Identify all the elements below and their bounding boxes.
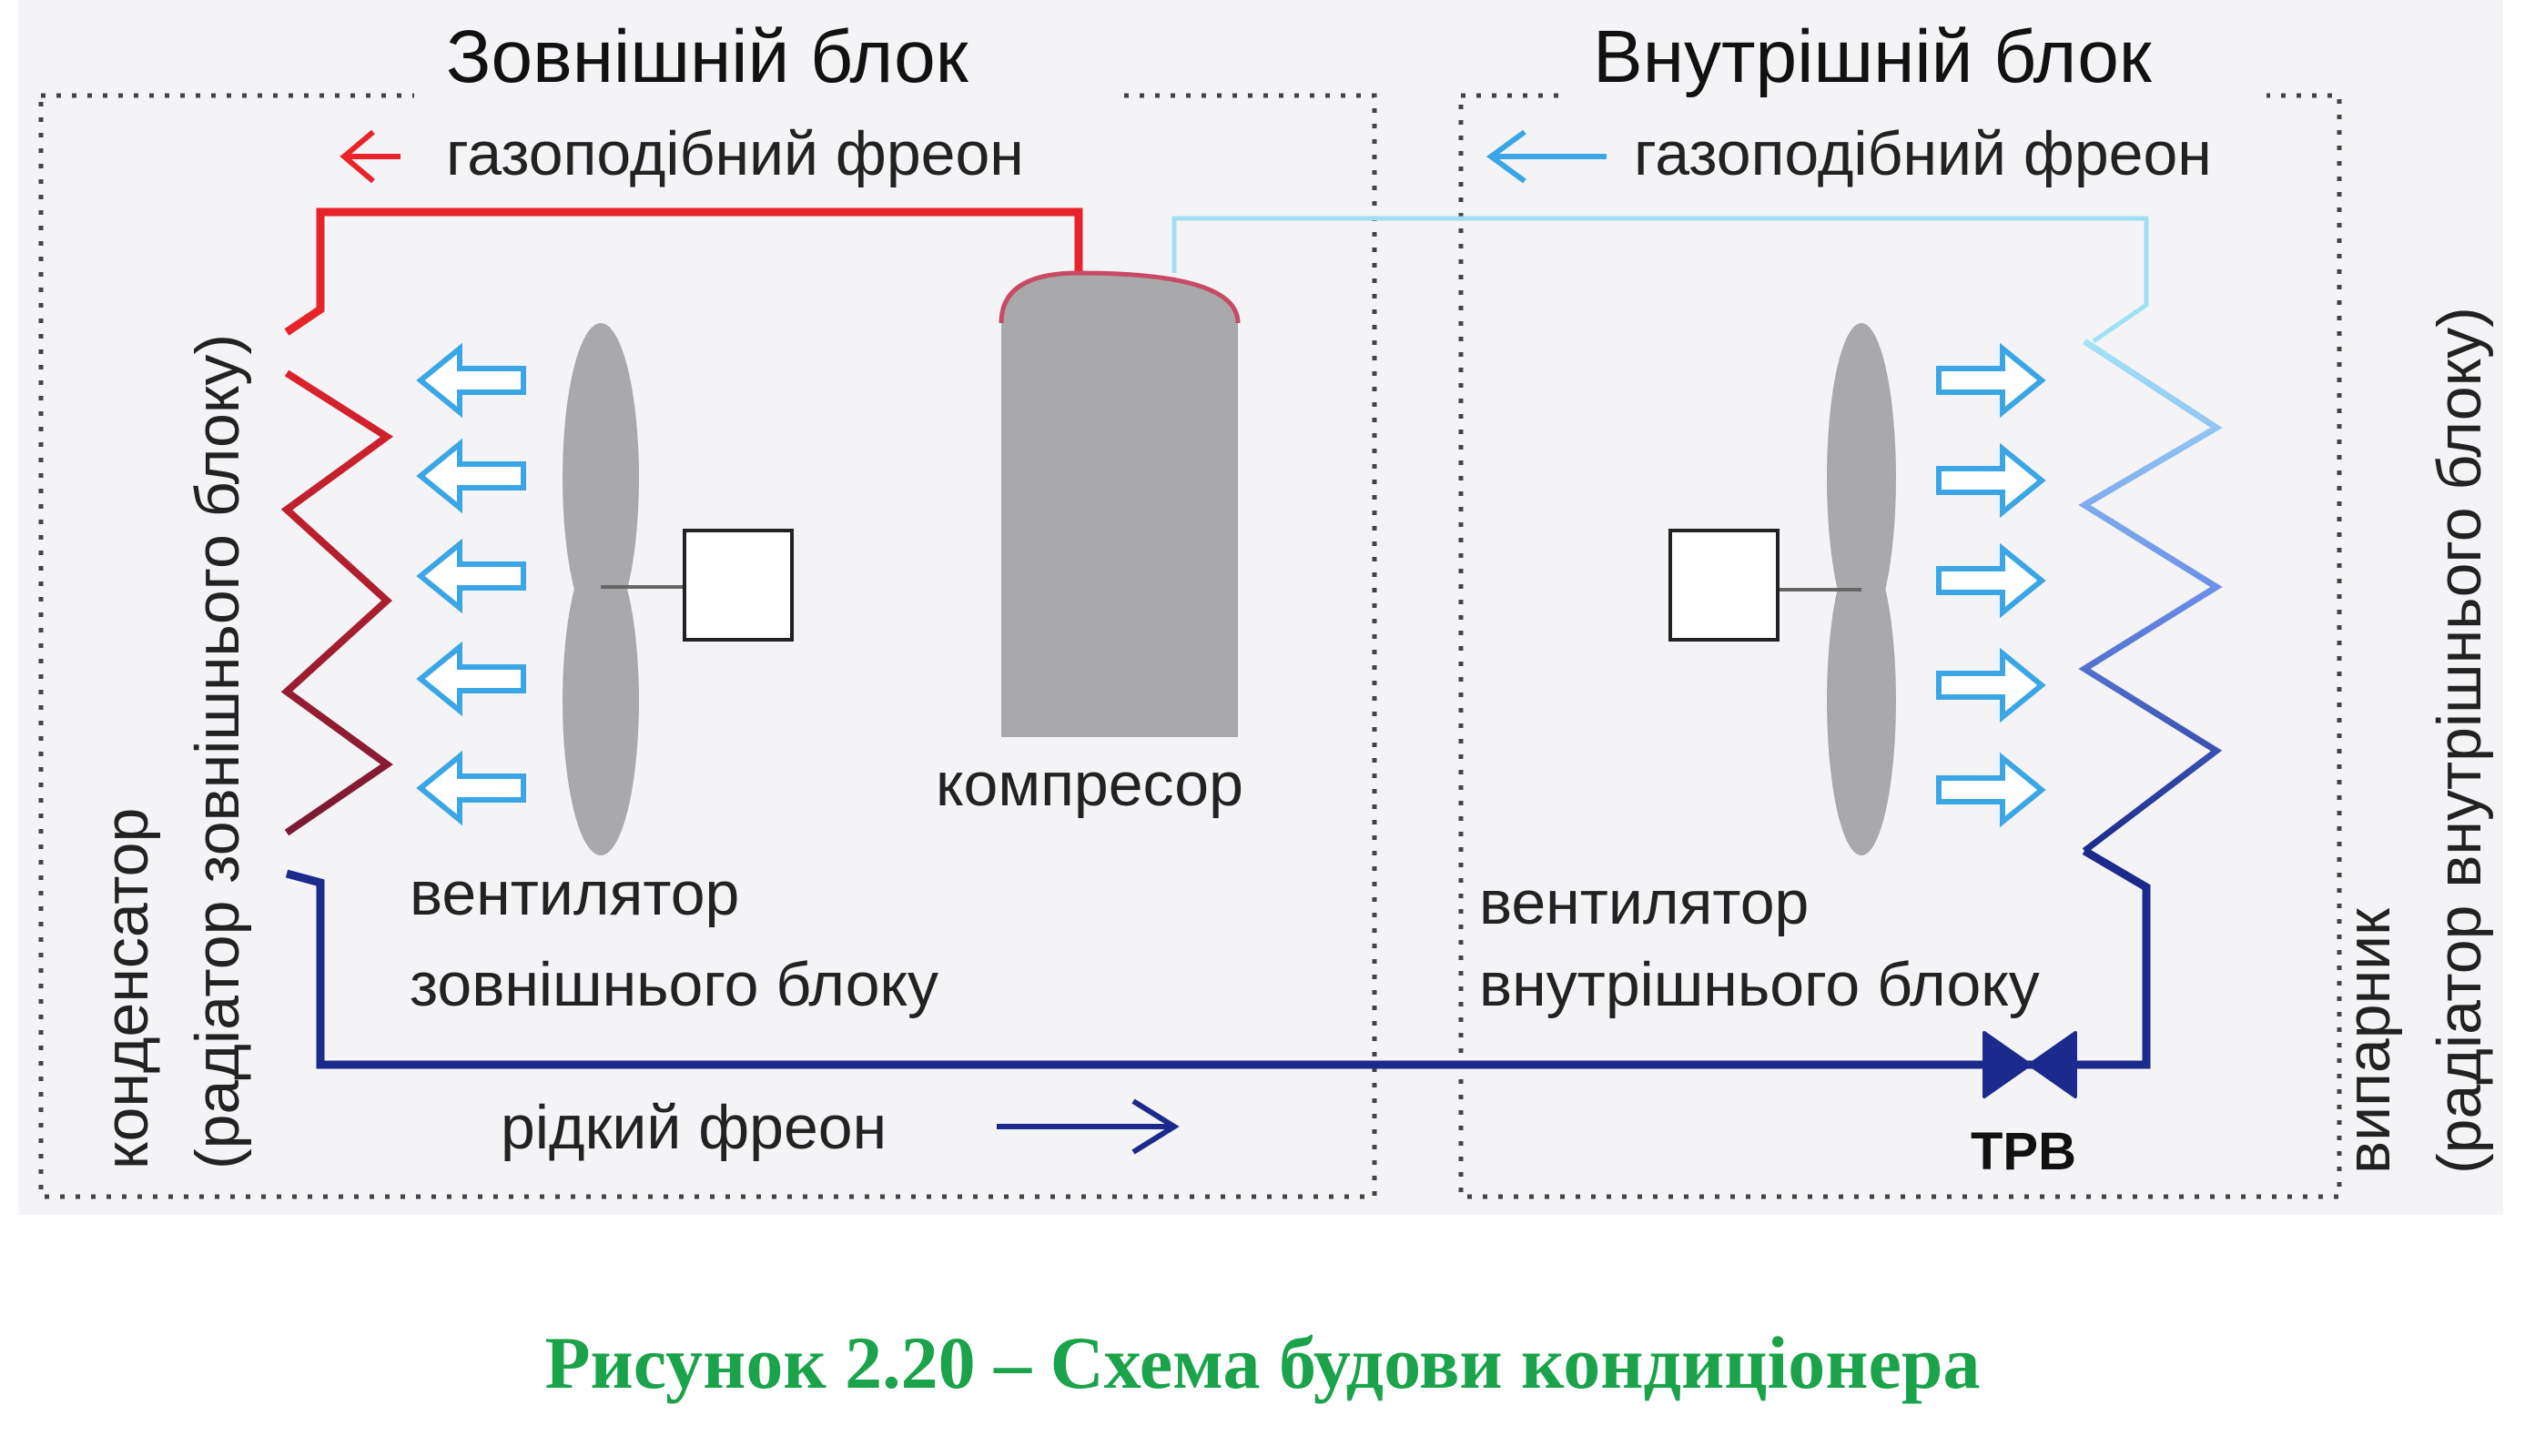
evaporator-label-line1: випарник bbox=[2334, 907, 2403, 1174]
condenser-coil bbox=[280, 306, 394, 836]
outdoor-gas-arrow-icon bbox=[340, 129, 401, 184]
indoor-fan-label-line2: внутрішнього блоку bbox=[1479, 950, 2040, 1019]
outdoor-unit-title: Зовнішній блок bbox=[446, 15, 969, 98]
indoor-fan-icon bbox=[1668, 323, 1896, 855]
indoor-air-arrow-icon bbox=[1936, 342, 2046, 828]
expansion-valve-label: ТРВ bbox=[1971, 1122, 2076, 1181]
compressor-icon bbox=[1001, 273, 1238, 737]
indoor-unit-boundary bbox=[1458, 93, 2342, 1199]
indoor-fan-label-line1: вентилятор bbox=[1479, 868, 1809, 937]
indoor-unit-title: Внутрішній блок bbox=[1593, 15, 2153, 98]
liquid-pipe bbox=[285, 847, 2151, 1069]
liquid-freon-label: рідкий фреон bbox=[501, 1093, 887, 1162]
figure-caption: Рисунок 2.20 – Схема будови кондиціонера bbox=[544, 1321, 1980, 1404]
outdoor-fan-label-line2: зовнішнього блоку bbox=[410, 950, 938, 1019]
condenser-label-line1: конденсатор bbox=[92, 808, 161, 1169]
diagram-background bbox=[18, 0, 2503, 1215]
evaporator-coil bbox=[2078, 339, 2223, 854]
compressor-label: компресор bbox=[936, 750, 1243, 819]
outdoor-fan-label-line1: вентилятор bbox=[410, 859, 739, 928]
cold-gas-pipe bbox=[1171, 216, 2149, 344]
expansion-valve-icon bbox=[1982, 1031, 2077, 1098]
indoor-gas-arrow-icon bbox=[1486, 129, 1607, 184]
indoor-gas-freon-label: газоподібний фреон bbox=[1634, 119, 2212, 188]
condenser-label-line2: (радіатор зовнішнього блоку) bbox=[183, 334, 252, 1169]
outdoor-gas-freon-label: газоподібний фреон bbox=[446, 119, 1024, 188]
evaporator-label-line2: (радіатор внутрішнього блоку) bbox=[2425, 307, 2494, 1174]
outdoor-fan-icon bbox=[563, 323, 794, 855]
outdoor-air-arrow-icon bbox=[416, 342, 526, 826]
liquid-freon-arrow-icon bbox=[997, 1098, 1180, 1155]
